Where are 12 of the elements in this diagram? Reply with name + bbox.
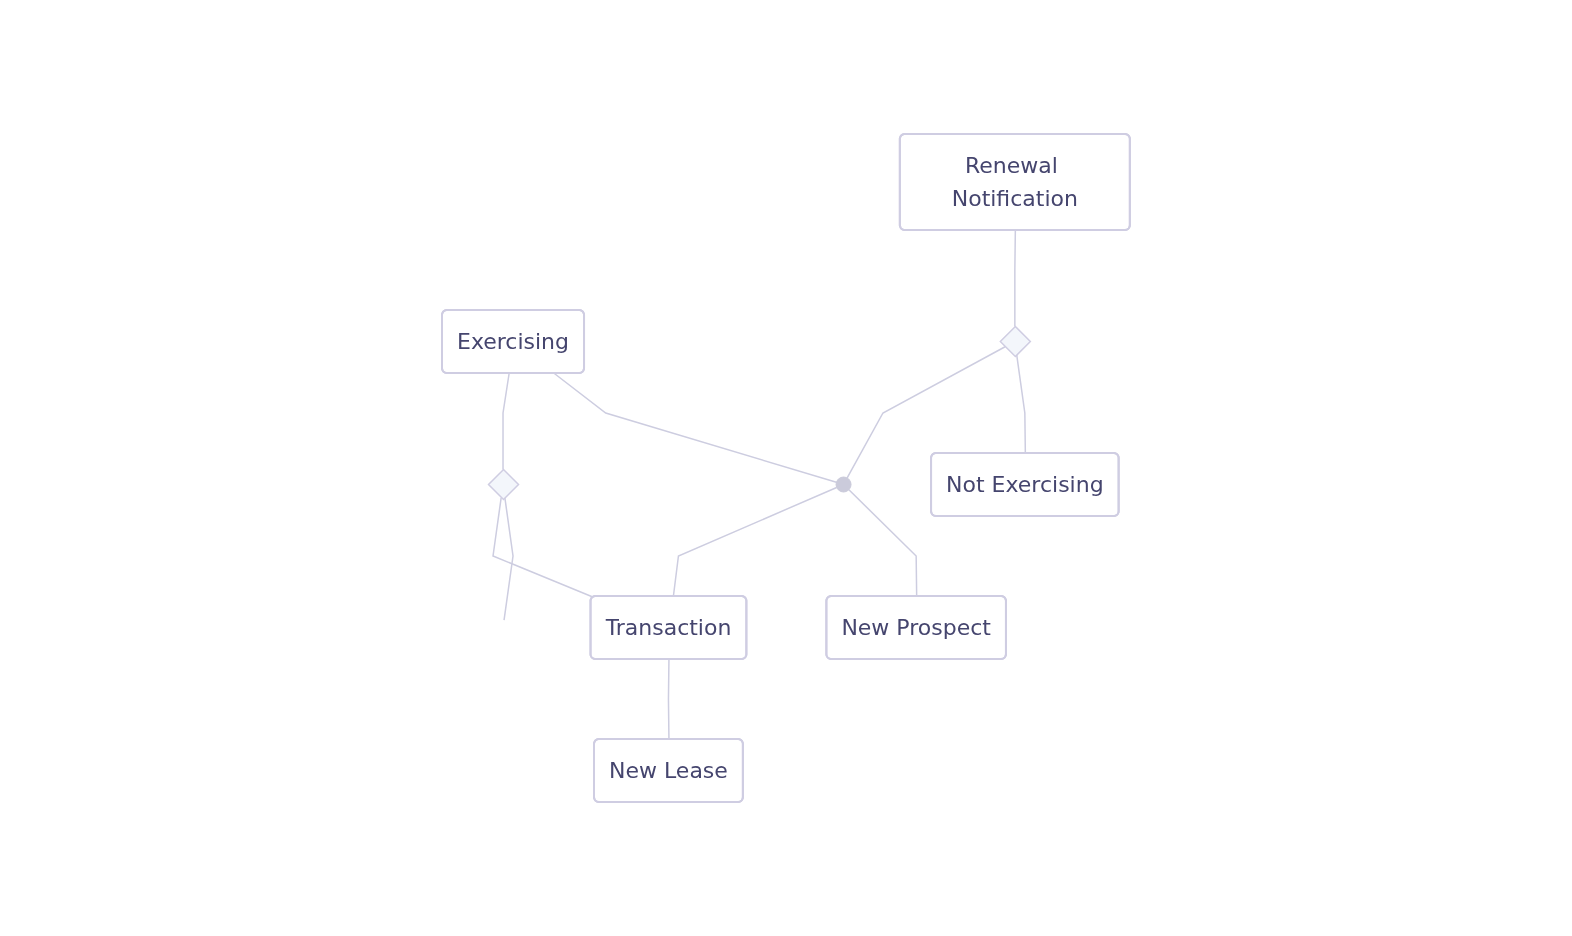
connector [667, 658, 670, 741]
connector [672, 486, 838, 598]
connector [492, 496, 595, 598]
node-diamond [999, 325, 1032, 358]
connector [848, 489, 918, 598]
connector [502, 372, 510, 471]
node-circle [835, 476, 852, 493]
connector [1014, 229, 1017, 328]
node-text: Exercising [457, 329, 570, 354]
node-diamond [487, 468, 520, 501]
connector [553, 372, 838, 484]
connector [846, 346, 1006, 479]
